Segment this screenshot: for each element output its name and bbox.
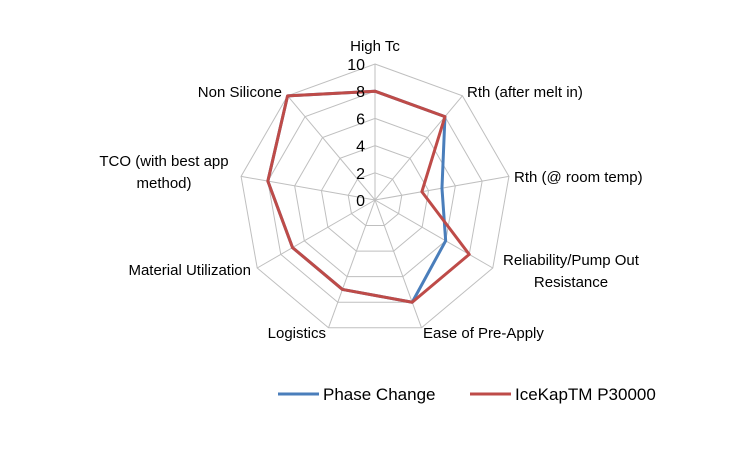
axis-label: Rth (@ room temp) bbox=[514, 169, 643, 186]
tick-label: 2 bbox=[356, 166, 365, 183]
axis-label: Logistics bbox=[268, 325, 326, 342]
axis-labels: High Tc Rth (after melt in) Rth (@ room te… bbox=[99, 38, 642, 342]
grid-spoke bbox=[256, 199, 376, 269]
axis-label: Ease of Pre-Apply bbox=[423, 325, 544, 342]
axis-label: High Tc bbox=[350, 38, 400, 55]
radial-tick-labels: 0 2 4 6 8 10 bbox=[347, 57, 365, 210]
radar-grid bbox=[240, 63, 510, 329]
grid-spoke bbox=[374, 199, 422, 328]
legend-label: IceKapTM P30000 bbox=[515, 385, 656, 404]
tick-label: 8 bbox=[356, 84, 365, 101]
legend-label: Phase Change bbox=[323, 385, 435, 404]
tick-label: 10 bbox=[347, 57, 365, 74]
radar-series bbox=[266, 89, 471, 304]
grid-spoke bbox=[374, 199, 494, 269]
axis-label: Non Silicone bbox=[198, 84, 282, 101]
grid-ring bbox=[294, 117, 456, 278]
grid-spoke bbox=[240, 175, 376, 201]
legend: Phase Change IceKapTM P30000 bbox=[278, 385, 656, 404]
tick-label: 4 bbox=[356, 139, 365, 156]
grid-spoke bbox=[328, 199, 376, 328]
grid-ring bbox=[347, 172, 403, 227]
series-line bbox=[266, 89, 471, 304]
tick-label: 6 bbox=[356, 111, 365, 128]
grid-ring bbox=[240, 63, 510, 329]
grid-spoke bbox=[287, 95, 376, 201]
grid-ring bbox=[320, 145, 430, 252]
axis-label: Rth (after melt in) bbox=[467, 84, 583, 101]
axis-label: Material Utilization bbox=[128, 262, 251, 279]
grid-spoke bbox=[374, 95, 463, 201]
grid-ring bbox=[267, 90, 483, 303]
tick-label: 0 bbox=[356, 193, 365, 210]
